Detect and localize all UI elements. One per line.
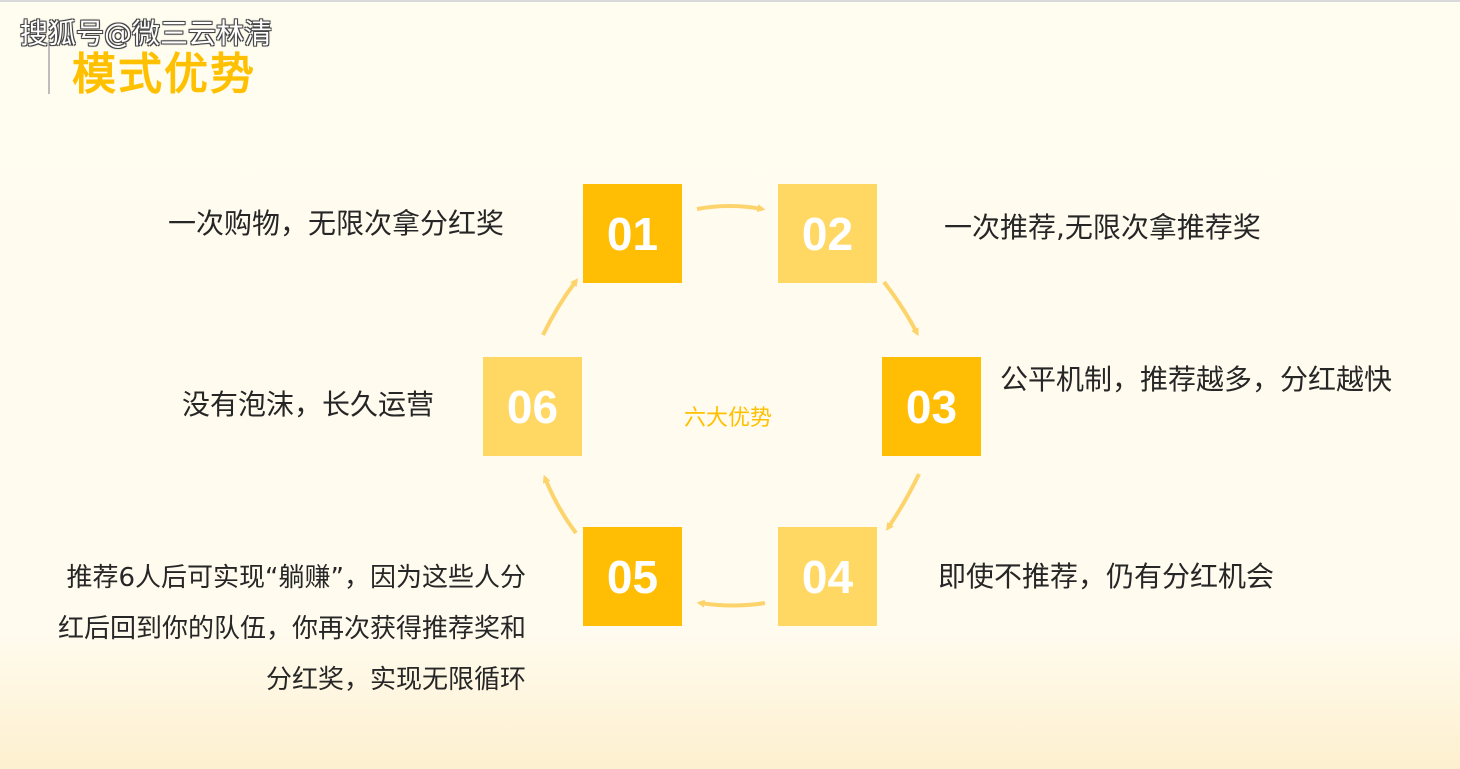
advantage-box-03: 03 <box>882 357 981 456</box>
page-title: 模式优势 <box>72 49 256 100</box>
advantage-text-06: 没有泡沫，长久运营 <box>182 388 435 421</box>
advantage-box-06: 06 <box>483 357 582 456</box>
advantage-text-03: 公平机制，推荐越多，分红越快 <box>1000 363 1393 396</box>
advantage-text-02: 一次推荐,无限次拿推荐奖 <box>944 211 1261 244</box>
arrow-06-01 <box>541 278 579 336</box>
advantage-box-05: 05 <box>583 527 682 626</box>
arrow-05-06 <box>542 474 578 535</box>
arrow-01-02 <box>696 204 766 213</box>
arrow-03-04 <box>886 473 921 531</box>
title-accent-line <box>48 40 50 94</box>
arrow-04-05 <box>696 599 766 608</box>
advantage-box-04: 04 <box>778 527 877 626</box>
advantage-text-01: 一次购物，无限次拿分红奖 <box>168 207 505 240</box>
watermark: 搜狐号@微三云林清 <box>20 17 273 50</box>
arrow-02-03 <box>882 280 919 337</box>
advantage-text-05: 推荐6人后可实现“躺赚”，因为这些人分红后回到你的队伍，你再次获得推荐奖和分红奖… <box>57 563 526 695</box>
advantage-box-01: 01 <box>583 184 682 283</box>
advantage-box-02: 02 <box>778 184 877 283</box>
center-label: 六大优势 <box>684 406 773 431</box>
top-divider <box>0 0 1460 2</box>
advantage-text-04: 即使不推荐，仍有分红机会 <box>938 560 1275 593</box>
